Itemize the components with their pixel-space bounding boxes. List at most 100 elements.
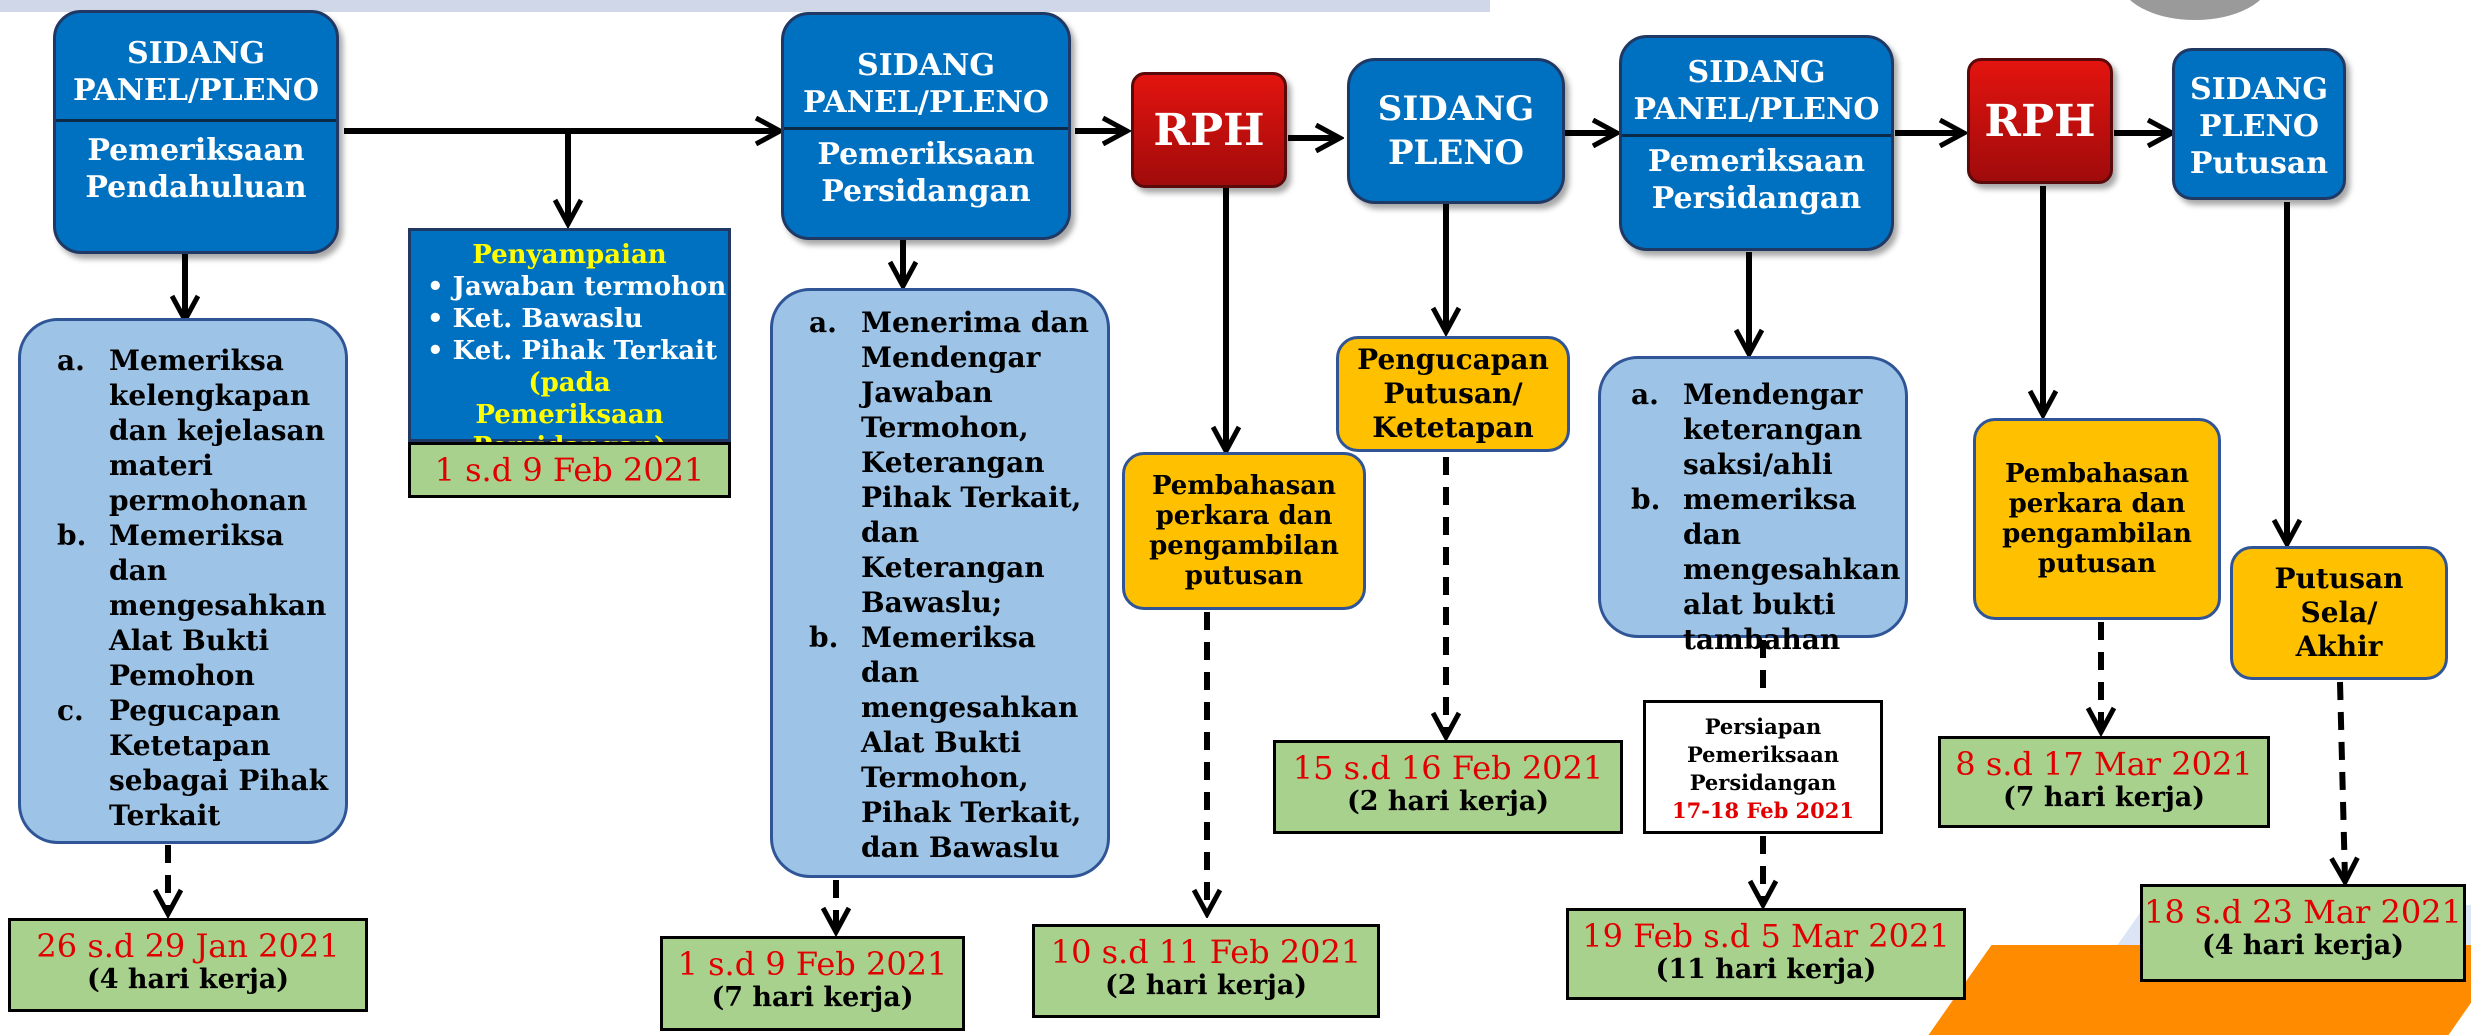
prep-line3: Persidangan — [1689, 770, 1837, 795]
stage2-line2: PANEL/PLENO — [802, 85, 1050, 120]
stage2-activities-box: a. Menerima dan Mendengar Jawaban Termoho… — [770, 288, 1110, 878]
stage2-sub2: Persidangan — [821, 174, 1031, 209]
rph1-dates: 10 s.d 11 Feb 2021 — [1050, 933, 1362, 971]
rph2-date-box: 8 s.d 17 Mar 2021 (7 hari kerja) — [1938, 736, 2270, 828]
submission-box: Penyampaian • Jawaban termohon • Ket. Ba… — [408, 228, 731, 462]
stage1-line1: SIDANG — [126, 36, 266, 71]
list-item: a. Menerima dan Mendengar Jawaban Termoho… — [809, 305, 1099, 620]
list-text: Menerima dan Mendengar Jawaban Termohon,… — [861, 306, 1089, 619]
prep-line1: Persiapan — [1704, 714, 1822, 739]
list-text: Memeriksa dan mengesahkan Alat Bukti Pem… — [109, 519, 327, 692]
list-item: b. memeriksa dan mengesahkan alat bukti t… — [1631, 482, 1901, 657]
list-marker: a. — [809, 306, 837, 339]
stage4-activities-box: a. Mendengar keterangan saksi/ahli b. meme… — [1598, 356, 1908, 656]
stage4-line1: SIDANG — [1687, 55, 1826, 90]
rph2-label: RPH — [1984, 95, 2096, 147]
stage3-note-box: Pengucapan Putusan/ Ketetapan — [1336, 336, 1570, 452]
stage2-divider — [784, 127, 1068, 130]
list-item: c. Pegucapan Ketetapan sebagai Pihak Terk… — [57, 693, 335, 833]
stage1-divider — [56, 119, 336, 122]
list-marker: a. — [1631, 378, 1659, 411]
list-item: b. Memeriksa dan mengesahkan Alat Bukti T… — [809, 620, 1099, 865]
rph1-days: (2 hari kerja) — [1104, 970, 1308, 1001]
stage5-line1: SIDANG — [2189, 72, 2329, 107]
stage2-line1: SIDANG — [856, 48, 996, 83]
rph2-dates: 8 s.d 17 Mar 2021 — [1955, 745, 2253, 783]
decor-top-band — [0, 0, 1490, 12]
submission-dates: 1 s.d 9 Feb 2021 — [434, 451, 705, 489]
stage2-activities-list: a. Menerima dan Mendengar Jawaban Termoho… — [809, 305, 1099, 865]
stage1-sub1: Pemeriksaan — [87, 133, 305, 168]
dashed-stage5-date — [2340, 681, 2345, 880]
rph1-date-box: 10 s.d 11 Feb 2021 (2 hari kerja) — [1032, 924, 1380, 1018]
rph1-box: RPH — [1131, 72, 1287, 188]
stage4-sidang-box: SIDANG PANEL/PLENO Pemeriksaan Persidang… — [1619, 35, 1894, 251]
list-item: a. Memeriksa kelengkapan dan kejelasan ma… — [57, 343, 335, 518]
stage1-sub2: Pendahuluan — [85, 170, 307, 205]
stage5-line2: PLENO — [2198, 109, 2320, 144]
stage3-line1: SIDANG — [1377, 89, 1535, 129]
stage4-activities-list: a. Mendengar keterangan saksi/ahli b. meme… — [1631, 377, 1901, 657]
stage5-note-box: Putusan Sela/ Akhir — [2230, 546, 2448, 680]
rph2-note: Pembahasan perkara dan pengambilan putus… — [2002, 459, 2192, 579]
stage4-dates: 19 Feb s.d 5 Mar 2021 — [1582, 917, 1950, 955]
stage1-activities-list: a. Memeriksa kelengkapan dan kejelasan ma… — [57, 343, 335, 833]
rph1-note-box: Pembahasan perkara dan pengambilan putus… — [1122, 452, 1366, 610]
list-text: Mendengar keterangan saksi/ahli — [1683, 378, 1863, 481]
rph2-note-box: Pembahasan perkara dan pengambilan putus… — [1973, 418, 2221, 620]
submission-bullet: • Ket. Pihak Terkait — [427, 336, 717, 366]
list-text: Pegucapan Ketetapan sebagai Pihak Terkai… — [109, 694, 328, 832]
stage2-days: (7 hari kerja) — [711, 982, 914, 1013]
stage1-line2: PANEL/PLENO — [72, 73, 320, 108]
list-marker: b. — [809, 621, 839, 654]
list-text: Memeriksa kelengkapan dan kejelasan mate… — [109, 344, 326, 517]
stage4-sub1: Pemeriksaan — [1647, 144, 1866, 179]
stage5-days: (4 hari kerja) — [2201, 930, 2405, 961]
stage2-sub1: Pemeriksaan — [817, 137, 1035, 172]
list-text: Memeriksa dan mengesahkan Alat Bukti Ter… — [861, 621, 1082, 864]
submission-title: Penyampaian — [472, 240, 667, 270]
prep-box: Persiapan Pemeriksaan Persidangan 17-18 … — [1643, 700, 1883, 834]
stage1-activities-box: a. Memeriksa kelengkapan dan kejelasan ma… — [18, 318, 348, 844]
stage4-sub2: Persidangan — [1651, 181, 1862, 216]
stage4-days: (11 hari kerja) — [1655, 954, 1877, 985]
stage4-divider — [1622, 134, 1891, 137]
list-item: a. Mendengar keterangan saksi/ahli — [1631, 377, 1899, 482]
list-marker: c. — [57, 694, 84, 727]
stage2-date-box: 1 s.d 9 Feb 2021 (7 hari kerja) — [660, 936, 965, 1031]
list-marker: b. — [57, 519, 87, 552]
prep-line2: Pemeriksaan — [1686, 742, 1840, 767]
rph2-box: RPH — [1967, 58, 2113, 184]
stage5-dates: 18 s.d 23 Mar 2021 — [2144, 893, 2462, 931]
stage5-note: Putusan Sela/ Akhir — [2274, 562, 2404, 663]
stage3-line2: PLENO — [1387, 133, 1525, 173]
stage2-dates: 1 s.d 9 Feb 2021 — [677, 945, 948, 983]
stage2-sidang-box: SIDANG PANEL/PLENO Pemeriksaan Persidang… — [781, 12, 1071, 240]
stage1-days: (4 hari kerja) — [86, 964, 290, 995]
list-marker: a. — [57, 344, 85, 377]
stage4-date-box: 19 Feb s.d 5 Mar 2021 (11 hari kerja) — [1566, 908, 1966, 1000]
submission-bullet: • Ket. Bawaslu — [427, 304, 643, 334]
stage3-days: (2 hari kerja) — [1346, 786, 1550, 817]
prep-dates: 17-18 Feb 2021 — [1671, 798, 1855, 823]
stage3-date-box: 15 s.d 16 Feb 2021 (2 hari kerja) — [1273, 740, 1623, 834]
submission-bullet: • Jawaban termohon — [427, 272, 727, 302]
submission-date-box: 1 s.d 9 Feb 2021 — [408, 442, 731, 498]
stage1-sidang-box: SIDANG PANEL/PLENO Pemeriksaan Pendahulu… — [53, 10, 339, 254]
rph1-label: RPH — [1153, 104, 1265, 156]
stage3-dates: 15 s.d 16 Feb 2021 — [1292, 749, 1604, 787]
stage3-note: Pengucapan Putusan/ Ketetapan — [1357, 343, 1549, 444]
list-text: memeriksa dan mengesahkan alat bukti tam… — [1683, 483, 1901, 656]
stage1-date-box: 26 s.d 29 Jan 2021 (4 hari kerja) — [8, 918, 368, 1012]
list-marker: b. — [1631, 483, 1661, 516]
stage5-sidang-box: SIDANG PLENO Putusan — [2172, 48, 2346, 200]
rph1-note: Pembahasan perkara dan pengambilan putus… — [1149, 471, 1339, 591]
stage5-line3: Putusan — [2189, 146, 2329, 181]
list-item: b. Memeriksa dan mengesahkan Alat Bukti P… — [57, 518, 335, 693]
stage1-dates: 26 s.d 29 Jan 2021 — [36, 927, 340, 965]
stage4-line2: PANEL/PLENO — [1633, 92, 1880, 127]
rph2-days: (7 hari kerja) — [2002, 782, 2206, 813]
stage3-sidang-box: SIDANG PLENO — [1347, 58, 1565, 204]
stage5-date-box: 18 s.d 23 Mar 2021 (4 hari kerja) — [2140, 884, 2466, 982]
